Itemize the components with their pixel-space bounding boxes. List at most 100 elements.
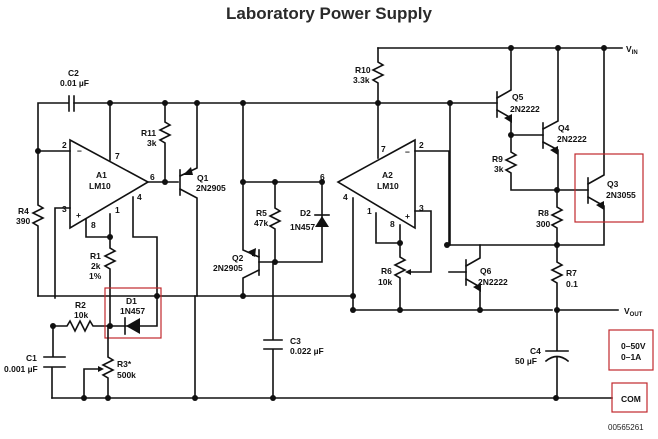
diode-d2: D2 1N457 [274, 181, 330, 263]
d2-value-label: 1N457 [290, 222, 315, 232]
opamp-a2: 6 7 2 − 3 + 4 1 8 A2 LM10 [320, 138, 424, 230]
r4-ref-label: R4 [18, 206, 29, 216]
a2-pin4-wire [352, 197, 553, 311]
resistor-r7: R7 0.1 [550, 244, 578, 311]
r1-value-label: 2k [91, 261, 101, 271]
resistor-r4: R4 390 [16, 150, 45, 297]
r11-value-label: 3k [147, 138, 157, 148]
potentiometer-r3: R3* 500k [83, 325, 136, 399]
transistor-q1: Q1 2N2905 [178, 102, 226, 297]
a2-pin6-label: 6 [320, 172, 325, 182]
capacitor-c2: C2 0.01 µF [60, 68, 89, 112]
c4-ref-label: C4 [530, 346, 541, 356]
r1-ref-label: R1 [90, 251, 101, 261]
q3-value-label: 2N3055 [606, 190, 636, 200]
current-range-label: 0–1A [621, 352, 641, 362]
c1-value-label: 0.001 µF [4, 364, 38, 374]
q2-emitter-wire [242, 102, 323, 183]
a1-pin3-label: 3 [62, 204, 67, 214]
resistor-r2: R2 10k [52, 300, 111, 333]
diagram-title: Laboratory Power Supply [226, 4, 432, 23]
r3-ref-label: R3* [117, 359, 132, 369]
resistor-r10: R10 3.3k [353, 47, 385, 104]
a1-pin4-label: 4 [137, 192, 142, 202]
q3-ref-label: Q3 [607, 179, 619, 189]
c3-ref-label: C3 [290, 336, 301, 346]
capacitor-c3: C3 0.022 µF [263, 261, 324, 399]
q4-value-label: 2N2222 [557, 134, 587, 144]
a1-value-label: LM10 [89, 181, 111, 191]
c4-value-label: 50 µF [515, 356, 537, 366]
c2-ref-label: C2 [68, 68, 79, 78]
a2-inv-wire [414, 150, 450, 246]
r6-value-label: 10k [378, 277, 392, 287]
a1-pin7-label: 7 [115, 151, 120, 161]
resistor-r9: R9 3k [492, 134, 589, 191]
c3-value-label: 0.022 µF [290, 346, 324, 356]
resistor-r11: R11 3k [141, 102, 172, 183]
a1-pin4-wire [132, 196, 158, 297]
r3-value-label: 500k [117, 370, 136, 380]
figure-id: 00565261 [608, 423, 644, 432]
q6-ref-label: Q6 [480, 266, 492, 276]
q1-value-label: 2N2905 [196, 183, 226, 193]
com-highlight-box [611, 382, 648, 413]
a1-plus-label: + [76, 210, 81, 220]
a2-ref-label: A2 [382, 170, 393, 180]
a1-minus-label: − [77, 146, 82, 156]
resistor-r5: R5 47k [254, 181, 282, 263]
r10-ref-label: R10 [355, 65, 371, 75]
r6-ref-label: R6 [381, 266, 392, 276]
a2-minus-label: − [405, 147, 410, 157]
resistor-r8: R8 300 [536, 189, 564, 246]
q3-highlight-box [574, 153, 644, 223]
transistor-q5: Q5 2N2222 [449, 47, 540, 246]
diode-d1: D1 1N457 [109, 295, 158, 335]
d1-ref-label: D1 [126, 296, 137, 306]
r1-tol-label: 1% [89, 271, 102, 281]
q1-ref-label: Q1 [197, 173, 209, 183]
c2-value-label: 0.01 µF [60, 78, 89, 88]
r8-value-label: 300 [536, 219, 550, 229]
r9-value-label: 3k [494, 164, 504, 174]
transistor-q2: Q2 2N2905 [213, 181, 276, 297]
a2-plus-label: + [405, 211, 410, 221]
a2-pin2-label: 2 [419, 140, 424, 150]
d1-highlight-box [104, 287, 162, 339]
r7-value-label: 0.1 [566, 279, 578, 289]
opamp-a1: 2 − 3 + 7 6 4 1 8 A1 LM10 [37, 102, 155, 299]
capacitor-c1: C1 0.001 µF [4, 325, 66, 399]
r5-ref-label: R5 [256, 208, 267, 218]
q5-value-label: 2N2222 [510, 104, 540, 114]
resistor-r1: R1 2k 1% [89, 236, 117, 326]
vout-label: VOUT [624, 306, 643, 318]
vin-label: VIN [626, 44, 638, 56]
r5-value-label: 47k [254, 218, 268, 228]
d1-value-label: 1N457 [120, 306, 145, 316]
a1-pin1-label: 1 [115, 205, 120, 215]
q6-value-label: 2N2222 [478, 277, 508, 287]
a1-pin8-label: 8 [91, 220, 96, 230]
transistor-q6: Q6 2N2222 [448, 244, 508, 311]
r4-value-label: 390 [16, 216, 30, 226]
spec-highlight-box [608, 329, 654, 371]
capacitor-c4: C4 50 µF [515, 309, 570, 399]
com-label: COM [621, 394, 641, 404]
q4-ref-label: Q4 [558, 123, 570, 133]
d2-ref-label: D2 [300, 208, 311, 218]
q2-value-label: 2N2905 [213, 263, 243, 273]
transistor-q3: Q3 2N3055 [448, 47, 636, 246]
r11-ref-label: R11 [141, 128, 156, 138]
c2-feedback-wire [37, 102, 379, 152]
r10-value-label: 3.3k [353, 75, 370, 85]
r8-ref-label: R8 [538, 208, 549, 218]
r2-ref-label: R2 [75, 300, 86, 310]
a2-pin1-wire [375, 212, 401, 244]
voltage-range-label: 0–50V [621, 341, 646, 351]
r2-value-label: 10k [74, 310, 88, 320]
a2-noninv-wire [407, 210, 432, 273]
q2-ref-label: Q2 [232, 253, 244, 263]
a1-pin8-wire [85, 218, 111, 238]
a2-pin7-label: 7 [381, 144, 386, 154]
